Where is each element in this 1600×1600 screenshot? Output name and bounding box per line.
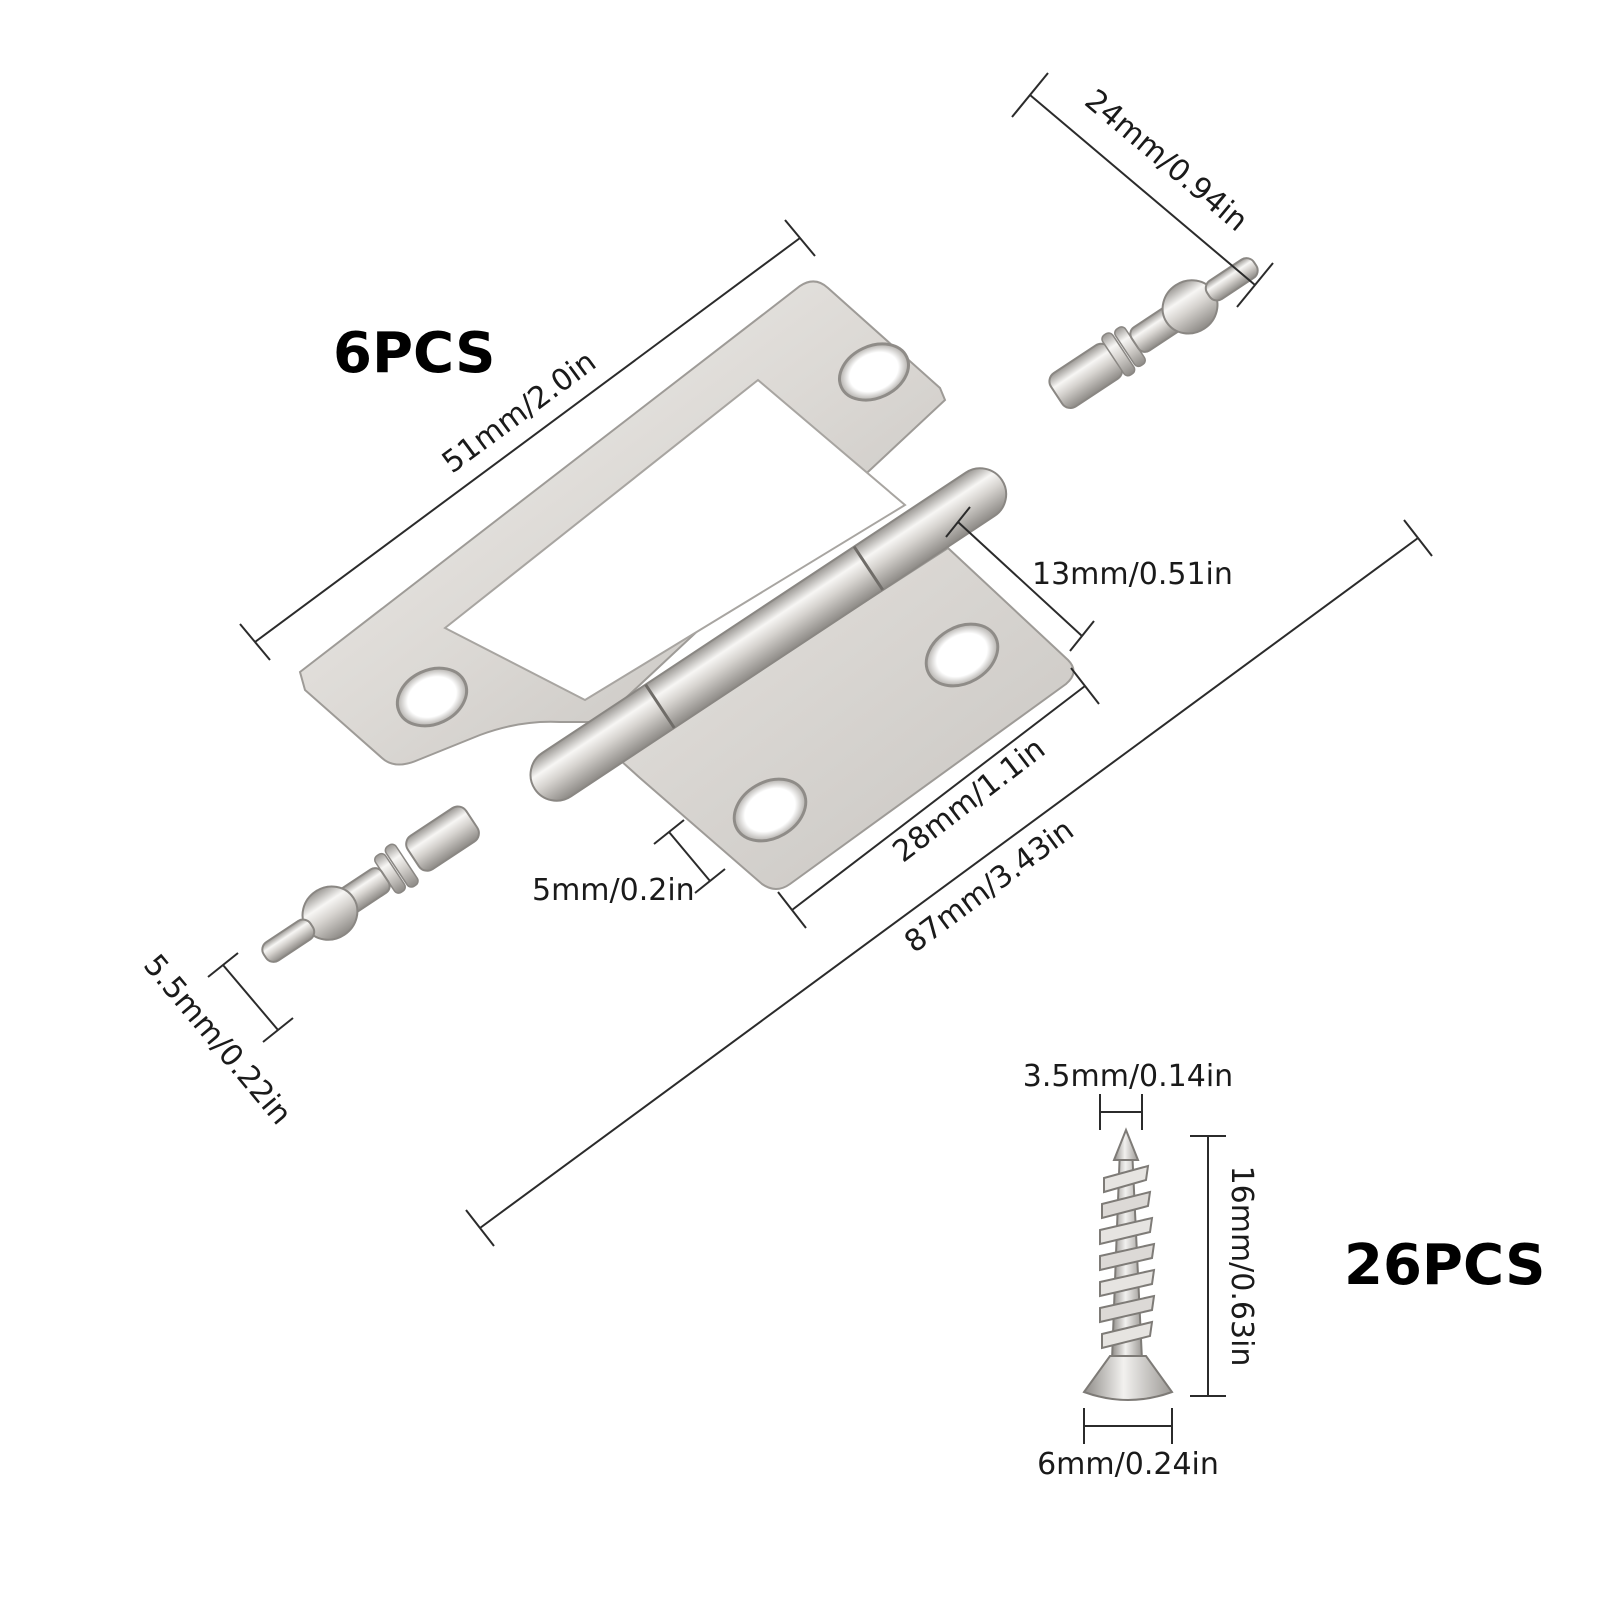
screw-illustration bbox=[1082, 1127, 1174, 1401]
pin-length-label: 24mm/0.94in bbox=[1078, 83, 1254, 239]
screw-shank-diameter-label: 3.5mm/0.14in bbox=[1023, 1059, 1233, 1094]
screw-tip bbox=[1112, 1127, 1140, 1161]
hinge-screw-hole bbox=[924, 622, 1000, 688]
screw-threads bbox=[1099, 1164, 1156, 1350]
hinge-screw-hole bbox=[838, 342, 910, 402]
screw-length-label: 16mm/0.63in bbox=[1224, 1166, 1259, 1367]
hinge-barrel bbox=[529, 467, 1008, 802]
hinge-screw-hole bbox=[395, 666, 469, 728]
hinge-screw-hole bbox=[732, 777, 808, 843]
hinge-dimension-lines bbox=[207, 72, 1433, 1247]
screw-head bbox=[1082, 1355, 1174, 1401]
screw-dimension-lines bbox=[1083, 1094, 1226, 1444]
hinge-bottom-finial bbox=[261, 805, 480, 963]
leaf-width-label: 13mm/0.51in bbox=[1032, 557, 1233, 592]
screw-quantity-label: 26PCS bbox=[1344, 1233, 1545, 1298]
knuckle-gap-label: 5mm/0.2in bbox=[532, 873, 695, 908]
hinge-leaf-cutout bbox=[443, 378, 907, 702]
screw-head-diameter-label: 6mm/0.24in bbox=[1037, 1447, 1219, 1482]
hinge-quantity-label: 6PCS bbox=[333, 321, 495, 386]
hinge-illustration bbox=[261, 257, 1259, 963]
hinge-top-finial bbox=[1048, 257, 1259, 410]
pin-diameter-label: 5.5mm/0.22in bbox=[136, 948, 298, 1132]
